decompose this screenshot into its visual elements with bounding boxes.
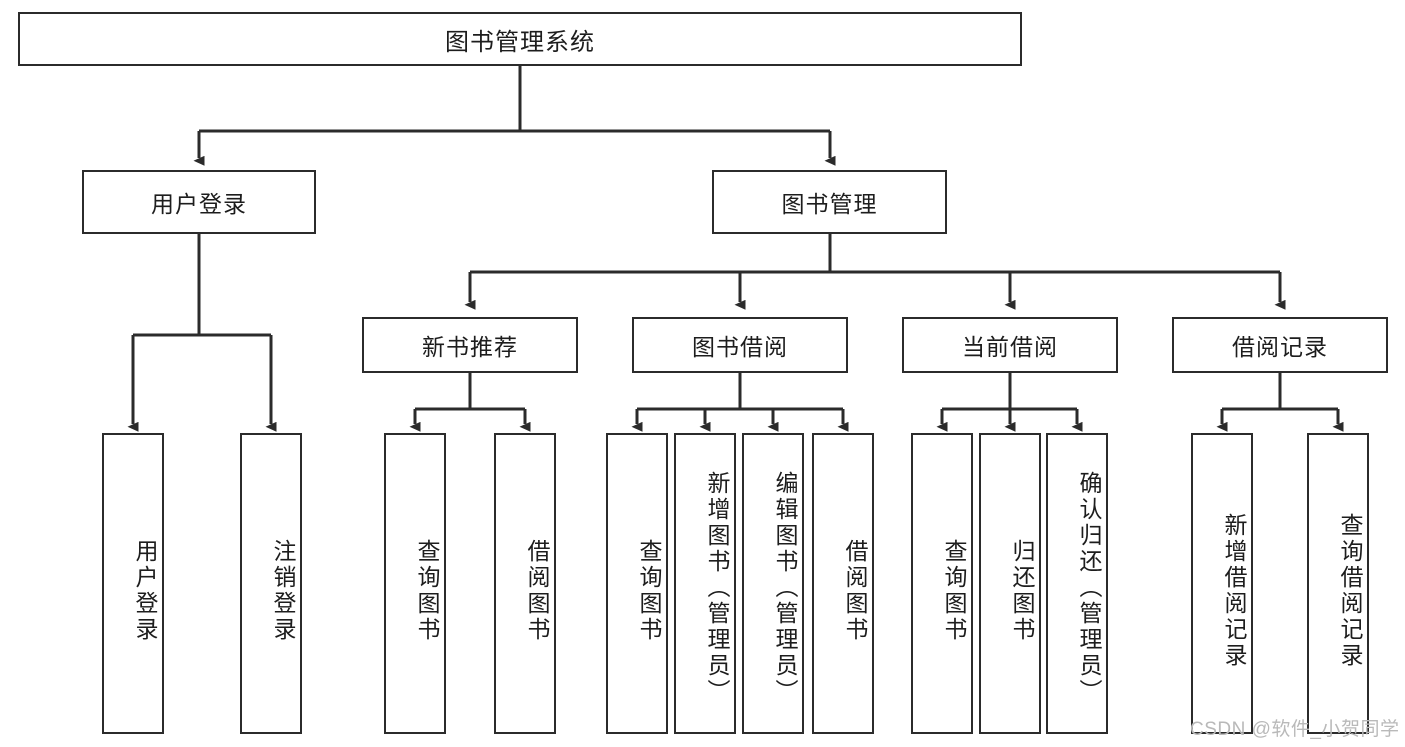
leaf-confirm-return[interactable]: 确认归还（管理员） bbox=[1046, 433, 1108, 734]
node-book-manage[interactable]: 图书管理 bbox=[712, 170, 947, 234]
csdn-watermark: CSDN @软件_小贺同学 bbox=[1190, 719, 1400, 740]
leaf-user-login[interactable]: 用户登录 bbox=[102, 433, 164, 734]
node-user-login[interactable]: 用户登录 bbox=[82, 170, 316, 234]
leaf-edit-book[interactable]: 编辑图书（管理员） bbox=[742, 433, 804, 734]
leaf-query-book-2[interactable]: 查询图书 bbox=[606, 433, 668, 734]
leaf-borrow-book-2[interactable]: 借阅图书 bbox=[812, 433, 874, 734]
node-borrow-record[interactable]: 借阅记录 bbox=[1172, 317, 1388, 373]
leaf-query-book-1[interactable]: 查询图书 bbox=[384, 433, 446, 734]
node-new-book-rec[interactable]: 新书推荐 bbox=[362, 317, 578, 373]
leaf-query-record[interactable]: 查询借阅记录 bbox=[1307, 433, 1369, 734]
node-current-borrow[interactable]: 当前借阅 bbox=[902, 317, 1118, 373]
leaf-add-record[interactable]: 新增借阅记录 bbox=[1191, 433, 1253, 734]
leaf-query-book-3[interactable]: 查询图书 bbox=[911, 433, 973, 734]
leaf-borrow-book-1[interactable]: 借阅图书 bbox=[494, 433, 556, 734]
leaf-return-book[interactable]: 归还图书 bbox=[979, 433, 1041, 734]
leaf-logout[interactable]: 注销登录 bbox=[240, 433, 302, 734]
node-root[interactable]: 图书管理系统 bbox=[18, 12, 1022, 66]
leaf-add-book[interactable]: 新增图书（管理员） bbox=[674, 433, 736, 734]
node-book-borrow[interactable]: 图书借阅 bbox=[632, 317, 848, 373]
